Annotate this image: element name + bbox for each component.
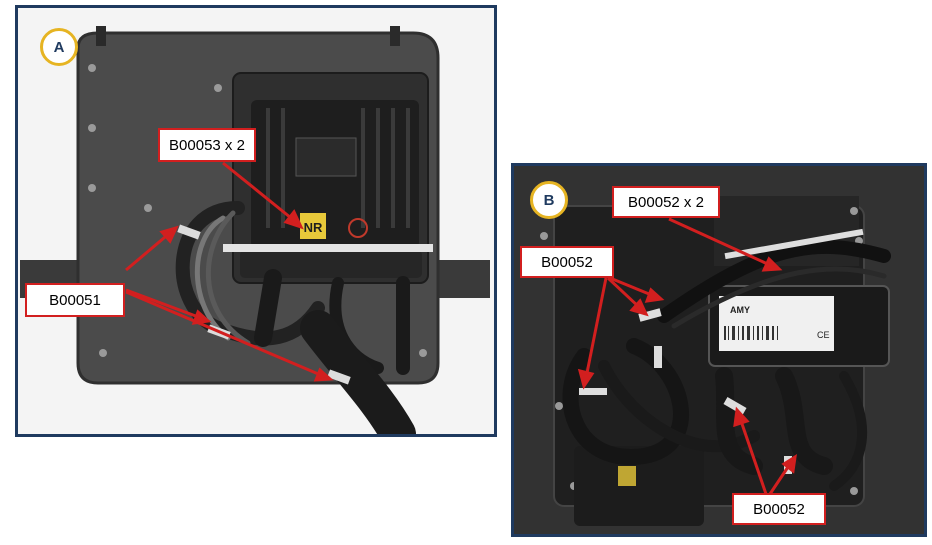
module-ce-mark: CE bbox=[817, 330, 830, 340]
callout-b00052-left: B00052 bbox=[520, 246, 614, 278]
callout-b00053: B00053 x 2 bbox=[158, 128, 256, 162]
callout-b00052-x2: B00052 x 2 bbox=[612, 186, 720, 218]
photo-panel-b: AMY CE bbox=[511, 163, 927, 537]
panel-b-badge: B bbox=[530, 181, 568, 219]
module-brand: AMY bbox=[730, 305, 750, 315]
photo-b-wheelchair-module: AMY CE bbox=[514, 166, 924, 534]
panel-a-badge: A bbox=[40, 28, 78, 66]
photo-panel-a: NR A B00053 x bbox=[15, 5, 497, 437]
module-logo-nr: NR bbox=[304, 220, 323, 235]
callout-b00051: B00051 bbox=[25, 283, 125, 317]
photo-a-wheelchair-module: NR bbox=[18, 8, 494, 434]
callout-b00052-bottom: B00052 bbox=[732, 493, 826, 525]
